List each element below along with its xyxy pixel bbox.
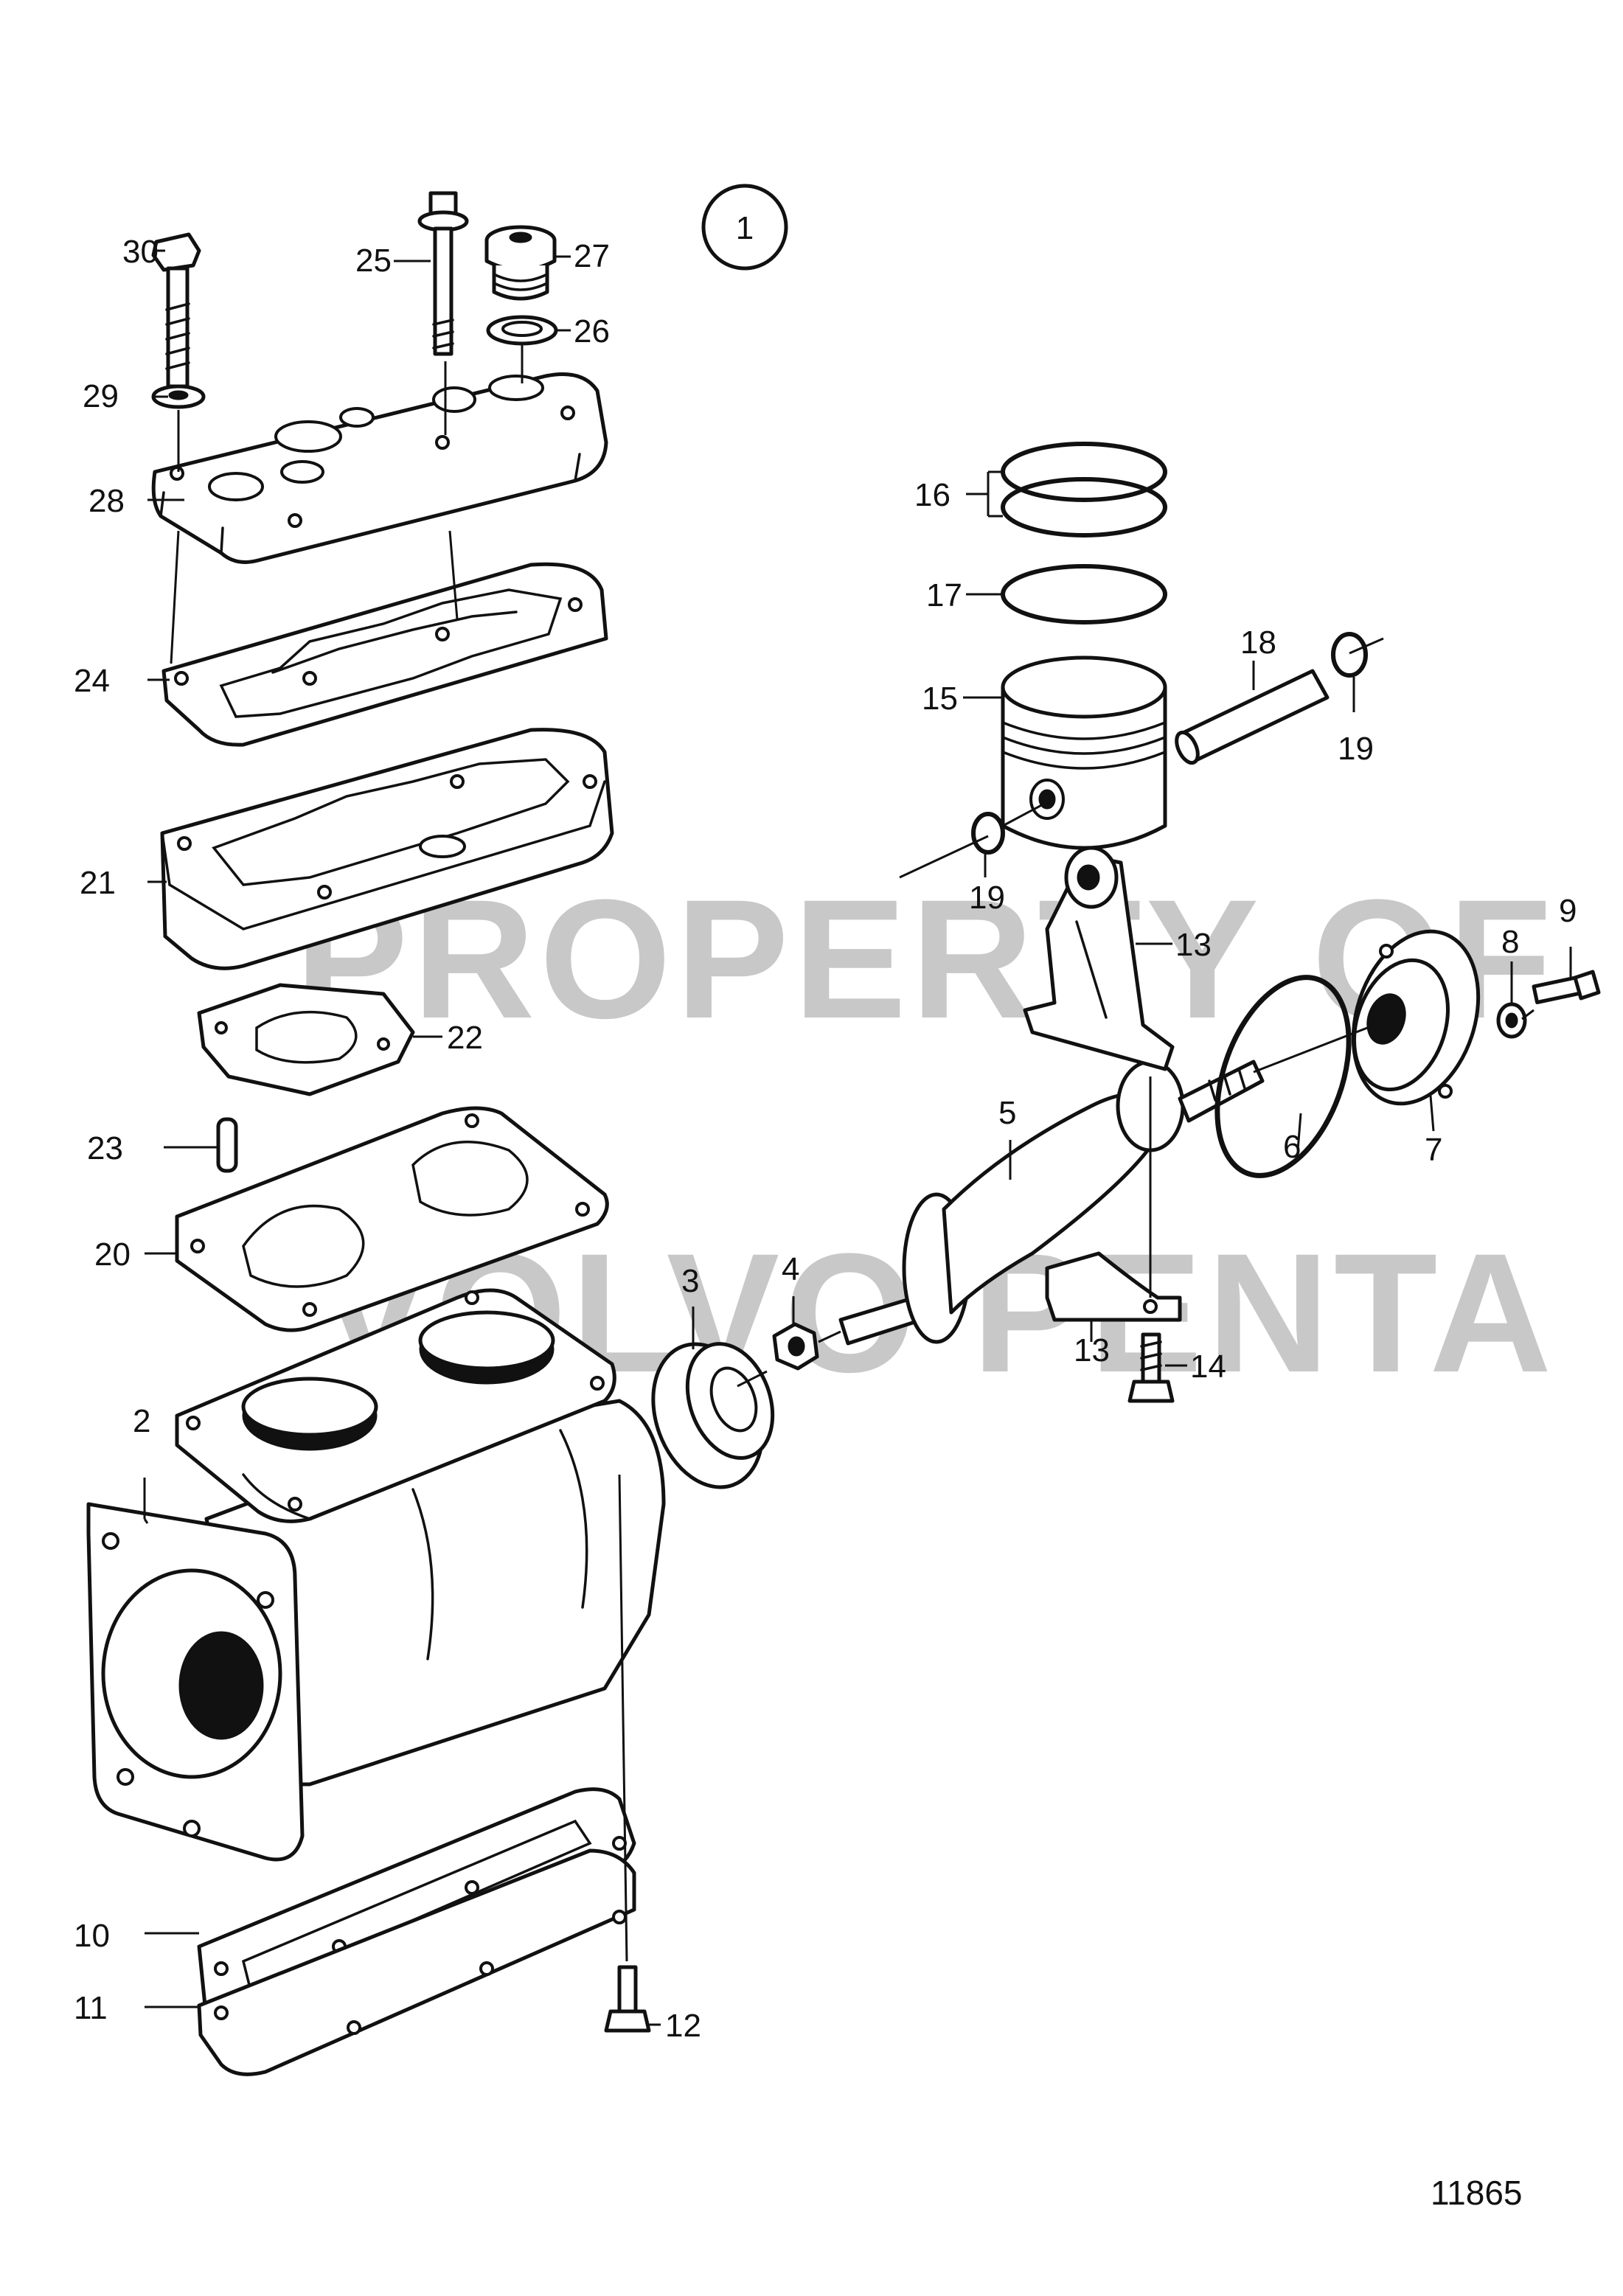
illustration-number: 11865 — [1431, 2174, 1523, 2212]
part-7-end-cover[interactable] — [1332, 915, 1499, 1120]
callout-17: 17 — [926, 577, 962, 613]
callout-30: 30 — [122, 234, 159, 270]
callout-labels: 30 29 25 27 26 28 24 21 22 23 20 2 3 4 5… — [74, 234, 1577, 2044]
part-15-piston[interactable] — [1001, 655, 1167, 850]
part-12-screw[interactable] — [604, 1965, 651, 2033]
callout-28: 28 — [88, 483, 125, 519]
part-25-bolt[interactable] — [417, 191, 469, 356]
part-26-washer[interactable] — [486, 315, 558, 346]
part-4-nut[interactable] — [772, 1322, 819, 1371]
part-8-washer[interactable] — [1496, 1002, 1527, 1039]
callout-7: 7 — [1425, 1132, 1442, 1168]
part-13-rod-cap[interactable] — [1045, 1251, 1182, 1322]
view-number: 1 — [736, 210, 754, 246]
callout-25: 25 — [355, 243, 392, 279]
part-21-valve-plate[interactable] — [160, 728, 614, 970]
part-20-gasket[interactable] — [175, 1106, 609, 1332]
callout-11: 11 — [74, 1990, 108, 2026]
callout-29: 29 — [83, 378, 119, 414]
callout-13-cap: 13 — [1074, 1332, 1110, 1368]
callout-27: 27 — [574, 238, 610, 274]
callout-12: 12 — [665, 2008, 701, 2044]
callout-19-left: 19 — [969, 880, 1005, 916]
part-27-plug[interactable] — [484, 225, 557, 301]
callout-13-rod: 13 — [1175, 927, 1212, 963]
part-16-piston-rings[interactable] — [1001, 442, 1167, 538]
assembly-lines — [170, 344, 1535, 1962]
callout-16: 16 — [914, 477, 950, 513]
part-19-circlip-left[interactable] — [971, 812, 1005, 855]
callout-18: 18 — [1240, 625, 1276, 661]
part-19-circlip-right[interactable] — [1331, 632, 1368, 678]
part-6-o-ring[interactable] — [1192, 959, 1374, 1194]
part-23-pin[interactable] — [216, 1117, 238, 1173]
part-5-crankshaft[interactable] — [838, 1060, 1265, 1346]
callout-leaders — [143, 249, 1572, 2026]
part-22-gasket[interactable] — [197, 983, 415, 1096]
part-2-crankcase[interactable] — [86, 1288, 666, 1862]
part-14-screw[interactable] — [1127, 1332, 1175, 1403]
callout-4: 4 — [782, 1251, 799, 1287]
callout-15: 15 — [922, 681, 958, 717]
part-17-oil-ring[interactable] — [1001, 564, 1167, 625]
part-13-connecting-rod[interactable] — [1023, 846, 1175, 1071]
part-29-washer[interactable] — [151, 384, 206, 409]
watermark-line-1: PROPERTY OF — [295, 864, 1556, 1054]
callout-5: 5 — [998, 1095, 1016, 1131]
part-3-bearing[interactable] — [634, 1329, 788, 1503]
callout-6: 6 — [1283, 1129, 1301, 1165]
part-28-head-cover[interactable] — [151, 372, 608, 564]
callout-24: 24 — [74, 663, 110, 699]
callout-20: 20 — [94, 1236, 131, 1273]
callout-26: 26 — [574, 313, 610, 349]
view-number-badge: 1 — [701, 184, 788, 271]
callout-21: 21 — [80, 865, 116, 901]
callout-14: 14 — [1190, 1349, 1226, 1385]
callout-23: 23 — [87, 1130, 123, 1166]
callout-3: 3 — [681, 1263, 699, 1299]
part-11-cover[interactable] — [197, 1848, 636, 2076]
callout-19-right: 19 — [1338, 731, 1374, 767]
part-24-gasket[interactable] — [161, 562, 608, 747]
callout-10: 10 — [74, 1918, 110, 1954]
callout-8: 8 — [1501, 924, 1519, 960]
callout-9: 9 — [1559, 893, 1577, 929]
part-18-piston-pin[interactable] — [1172, 669, 1330, 766]
callout-22: 22 — [447, 1020, 483, 1056]
callout-2: 2 — [133, 1403, 150, 1439]
part-30-bolt[interactable] — [151, 232, 201, 389]
part-9-screw[interactable] — [1532, 970, 1601, 1005]
